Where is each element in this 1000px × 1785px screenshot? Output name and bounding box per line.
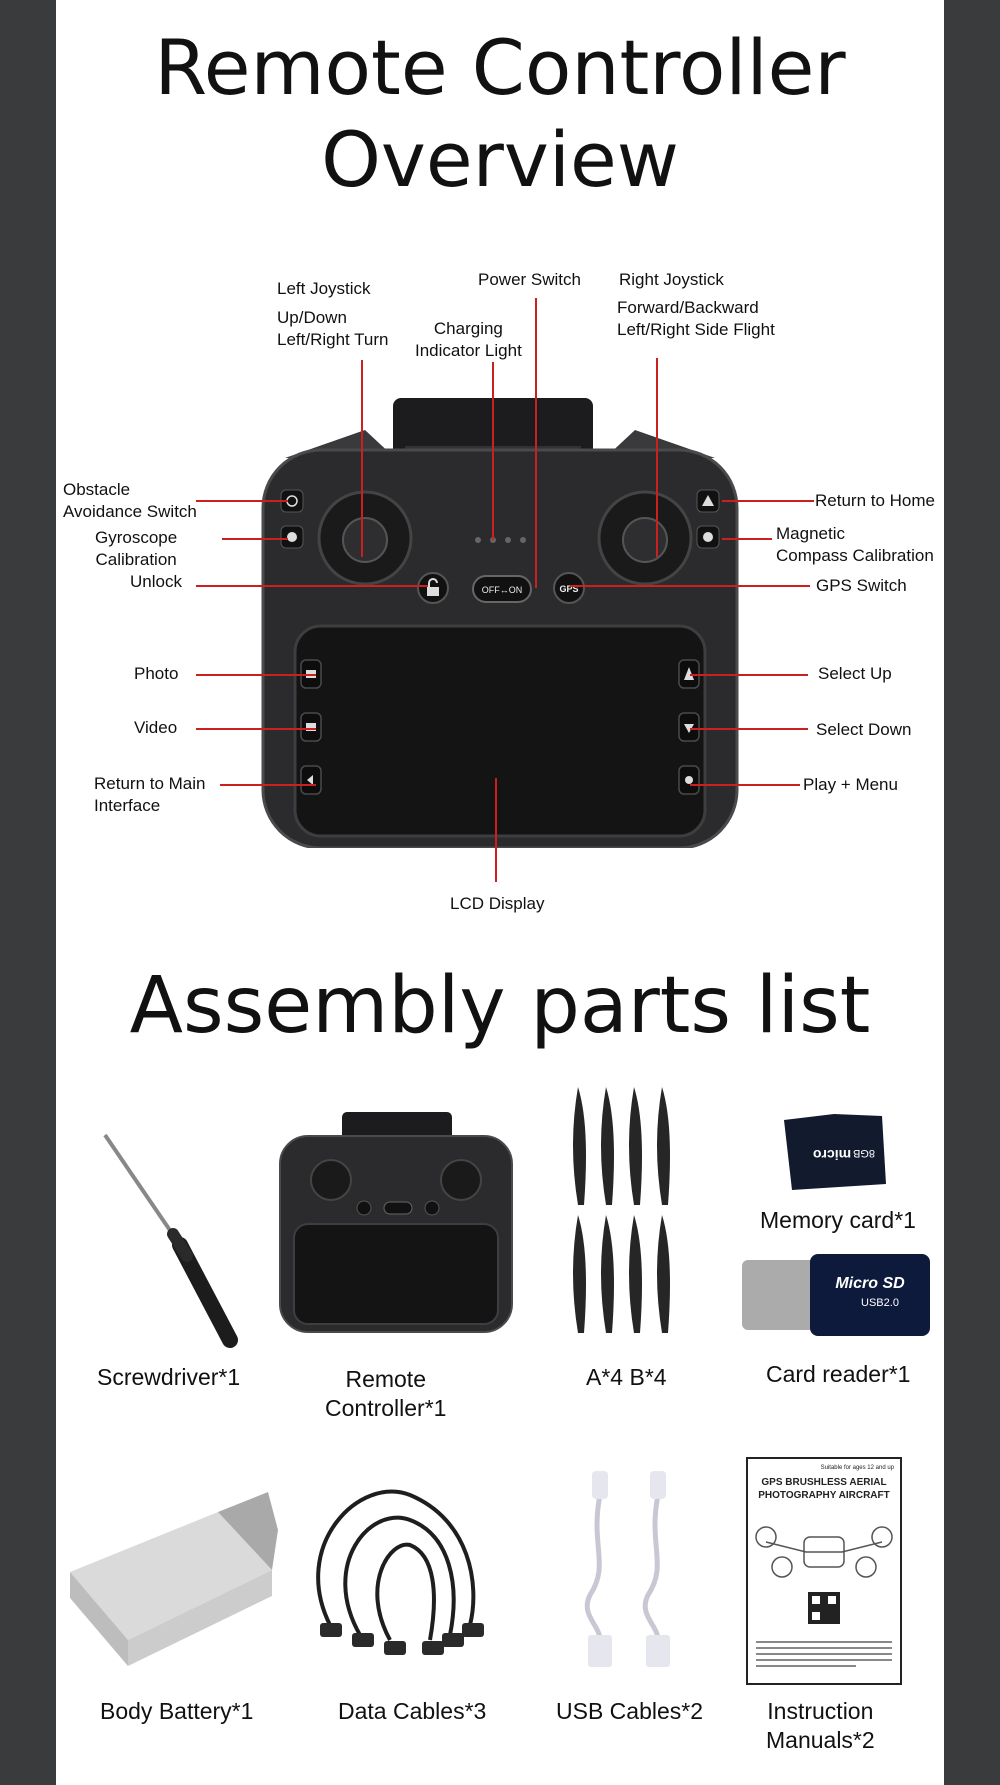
svg-text:Suitable for ages 12 and up: Suitable for ages 12 and up — [821, 1465, 895, 1471]
part-battery-label: Body Battery*1 — [100, 1698, 254, 1724]
power-switch-line — [535, 298, 537, 588]
propellers-image — [573, 1087, 670, 1333]
left-joystick — [317, 490, 413, 586]
lcd-display — [293, 624, 707, 838]
lcd-line — [495, 778, 497, 882]
magnetic-button — [696, 525, 720, 549]
label-gps-switch: GPS Switch — [816, 576, 907, 595]
magnetic-line — [722, 538, 772, 540]
part-memory-label: Memory card*1 — [760, 1207, 916, 1233]
power-switch: OFF↔ON — [472, 575, 532, 603]
memory-card-image: micro 8GB — [784, 1114, 886, 1190]
label-select-down: Select Down — [816, 720, 912, 739]
svg-text:micro: micro — [813, 1147, 851, 1163]
part-propellers-label: A*4 B*4 — [586, 1364, 667, 1390]
label-return-home: Return to Home — [815, 491, 935, 510]
svg-text:USB2.0: USB2.0 — [861, 1297, 899, 1309]
svg-text:GPS BRUSHLESS AERIAL: GPS BRUSHLESS AERIAL — [761, 1477, 886, 1488]
return-home-line — [722, 500, 814, 502]
label-play-menu: Play + Menu — [803, 775, 898, 794]
label-video: Video — [134, 718, 178, 737]
charging-indicator-dots — [475, 537, 526, 543]
svg-text:OFF↔ON: OFF↔ON — [482, 585, 523, 595]
photo-line — [196, 674, 316, 676]
label-lcd: LCD Display — [450, 894, 545, 913]
label-right-joystick: Right Joystick — [619, 270, 724, 289]
play-menu-line — [690, 784, 800, 786]
gyro-button — [280, 525, 304, 549]
gyro-line — [222, 538, 288, 540]
gps-line — [570, 585, 810, 587]
charging-line — [492, 362, 494, 540]
svg-text:8GB: 8GB — [853, 1147, 875, 1159]
return-main-line — [220, 784, 316, 786]
part-reader-label: Card reader*1 — [766, 1361, 911, 1387]
video-line — [196, 728, 316, 730]
remote-controller-image: OFF↔ON GPS — [261, 398, 739, 848]
right-joystick — [597, 490, 693, 586]
gps-button: GPS — [553, 572, 585, 604]
return-home-button — [696, 489, 720, 513]
obstacle-line — [196, 500, 288, 502]
usb-cables-image — [584, 1471, 670, 1667]
select-down-line — [690, 728, 808, 730]
parts-title: Assembly parts list — [129, 961, 871, 1051]
svg-text:Micro SD: Micro SD — [835, 1275, 905, 1292]
part-data-cables-label: Data Cables*3 — [338, 1698, 487, 1724]
card-reader-image: Micro SD USB2.0 — [742, 1254, 930, 1336]
label-photo: Photo — [134, 664, 179, 683]
unlock-line — [196, 585, 428, 587]
overview-title: Remote Controller Overview — [154, 23, 846, 204]
data-cables-image — [316, 1489, 484, 1655]
part-screwdriver-label: Screwdriver*1 — [97, 1364, 241, 1390]
svg-text:PHOTOGRAPHY AIRCRAFT: PHOTOGRAPHY AIRCRAFT — [758, 1490, 890, 1501]
right-joystick-line — [656, 358, 658, 557]
select-up-line — [690, 674, 808, 676]
svg-text:GPS: GPS — [559, 584, 578, 594]
left-joystick-line — [361, 360, 363, 557]
label-unlock: Unlock — [130, 572, 182, 591]
screwdriver-image — [103, 1133, 238, 1348]
part-usb-cables-label: USB Cables*2 — [556, 1698, 704, 1724]
manual-image: Suitable for ages 12 and up GPS BRUSHLES… — [746, 1457, 902, 1685]
unlock-button — [417, 572, 449, 604]
battery-image — [70, 1492, 278, 1666]
label-left-joystick: Left Joystick — [277, 279, 371, 298]
remote-controller-thumb — [279, 1112, 513, 1333]
label-select-up: Select Up — [818, 664, 892, 683]
label-power-switch: Power Switch — [478, 270, 581, 289]
